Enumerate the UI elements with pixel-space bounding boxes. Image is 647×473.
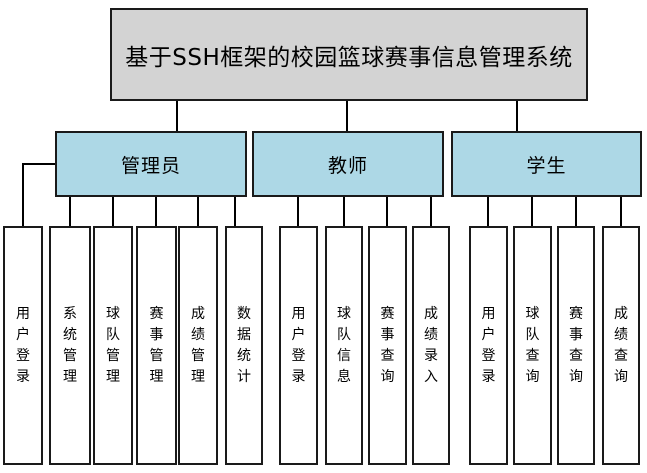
branch-admin-label: 管理员 bbox=[120, 154, 181, 177]
connector-student-leaf-3 bbox=[575, 197, 577, 226]
connector-student-leaf-1 bbox=[487, 197, 489, 226]
leaf-teacher-event-query-label: 赛事查询 bbox=[380, 305, 395, 385]
connector-root-student bbox=[516, 101, 518, 131]
root-node-label: 基于SSH框架的校园篮球赛事信息管理系统 bbox=[125, 44, 573, 71]
leaf-admin-event-management-label: 赛事管理 bbox=[149, 305, 164, 385]
leaf-student-score-query-label: 成绩查询 bbox=[614, 305, 628, 385]
connector-admin-elbow-horizontal bbox=[22, 163, 55, 165]
leaf-node-admin-event-management: 赛事管理 bbox=[136, 226, 177, 465]
branch-teacher-label: 教师 bbox=[327, 154, 368, 177]
leaf-node-admin-team-management: 球队管理 bbox=[93, 226, 133, 465]
leaf-admin-team-management-label: 球队管理 bbox=[106, 305, 120, 385]
leaf-node-student-score-query: 成绩查询 bbox=[602, 226, 640, 465]
leaf-node-student-user-login: 用户登录 bbox=[469, 226, 508, 465]
leaf-student-event-query-label: 赛事查询 bbox=[569, 305, 583, 385]
leaf-admin-system-management-label: 系统管理 bbox=[63, 305, 77, 385]
branch-node-teacher: 教师 bbox=[252, 131, 444, 197]
connector-root-admin bbox=[176, 101, 178, 131]
leaf-node-admin-data-statistics: 数据统计 bbox=[225, 226, 263, 465]
connector-admin-leaf-5 bbox=[197, 197, 199, 226]
leaf-node-teacher-team-info: 球队信息 bbox=[325, 226, 363, 465]
branch-node-admin: 管理员 bbox=[55, 131, 247, 197]
root-node-title: 基于SSH框架的校园篮球赛事信息管理系统 bbox=[110, 8, 588, 101]
connector-student-leaf-4 bbox=[620, 197, 622, 226]
leaf-node-admin-user-login: 用户登录 bbox=[3, 226, 43, 465]
connector-teacher-leaf-2 bbox=[343, 197, 345, 226]
connector-teacher-leaf-1 bbox=[297, 197, 299, 226]
connector-root-teacher bbox=[346, 101, 348, 131]
connector-admin-elbow-vertical bbox=[22, 163, 24, 226]
leaf-teacher-user-login-label: 用户登录 bbox=[291, 305, 306, 385]
leaf-node-student-event-query: 赛事查询 bbox=[557, 226, 595, 465]
connector-admin-leaf-3 bbox=[112, 197, 114, 226]
leaf-student-user-login-label: 用户登录 bbox=[481, 305, 496, 385]
connector-teacher-leaf-3 bbox=[386, 197, 388, 226]
leaf-node-teacher-user-login: 用户登录 bbox=[279, 226, 318, 465]
leaf-student-team-query-label: 球队查询 bbox=[525, 305, 540, 385]
leaf-node-admin-score-management: 成绩管理 bbox=[178, 226, 218, 465]
leaf-teacher-team-info-label: 球队信息 bbox=[337, 305, 351, 385]
leaf-teacher-score-entry-label: 成绩录入 bbox=[424, 305, 438, 385]
leaf-admin-user-login-label: 用户登录 bbox=[16, 305, 30, 385]
leaf-admin-data-statistics-label: 数据统计 bbox=[237, 305, 251, 385]
connector-admin-leaf-6 bbox=[234, 197, 236, 226]
leaf-admin-score-management-label: 成绩管理 bbox=[191, 305, 205, 385]
branch-student-label: 学生 bbox=[526, 154, 567, 177]
branch-node-student: 学生 bbox=[451, 131, 642, 197]
leaf-node-student-team-query: 球队查询 bbox=[513, 226, 552, 465]
connector-admin-leaf-2 bbox=[69, 197, 71, 226]
leaf-node-teacher-event-query: 赛事查询 bbox=[368, 226, 407, 465]
connector-teacher-leaf-4 bbox=[430, 197, 432, 226]
connector-student-leaf-2 bbox=[531, 197, 533, 226]
connector-admin-leaf-4 bbox=[155, 197, 157, 226]
leaf-node-teacher-score-entry: 成绩录入 bbox=[412, 226, 450, 465]
leaf-node-admin-system-management: 系统管理 bbox=[49, 226, 91, 465]
